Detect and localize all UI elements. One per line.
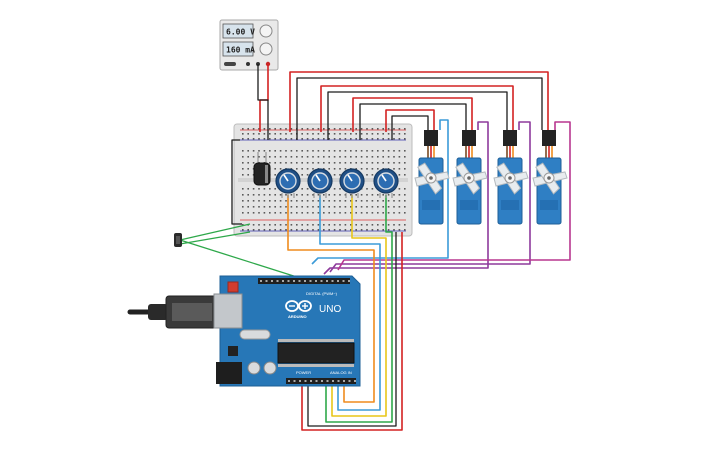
current-knob[interactable]: [259, 42, 273, 56]
board-brand: ARDUINO: [288, 314, 307, 319]
wire-servo3-power: [320, 85, 514, 132]
potentiometer-1[interactable]: [275, 168, 301, 198]
usb-port: [213, 293, 243, 329]
arduino-uno[interactable]: UNO ARDUINO DIGITAL (PWM~) POWER ANALOG …: [213, 275, 361, 387]
terminal-ground: [246, 62, 250, 66]
capacitor[interactable]: [253, 152, 271, 186]
current-display: [222, 41, 254, 57]
wire-arduino-5v: [301, 232, 403, 431]
power-label: POWER: [296, 370, 311, 375]
potentiometer-2[interactable]: [307, 168, 333, 198]
servos: [414, 130, 568, 225]
usb-cable: [127, 295, 219, 329]
wire-supply-negative: [257, 64, 269, 140]
voltage-display: [222, 23, 254, 39]
analog-label: ANALOG IN: [330, 370, 352, 375]
atmega-chip: [277, 342, 355, 364]
wire-pot4: [325, 195, 393, 423]
wire-servo1-signal: [311, 119, 449, 265]
light-sensor[interactable]: [174, 233, 182, 247]
potentiometer-4[interactable]: [373, 168, 399, 198]
digital-label: DIGITAL (PWM~): [306, 291, 338, 296]
wire-sensor-a: [179, 223, 251, 241]
board-model: UNO: [319, 304, 341, 315]
wire-servo2-power: [352, 97, 473, 132]
wire-pot2: [319, 195, 381, 411]
wire-pot1: [287, 195, 375, 403]
power-jack: [216, 362, 242, 384]
wires: [179, 64, 571, 431]
potentiometer-3[interactable]: [339, 168, 365, 198]
arduino-logo-icon: [285, 300, 312, 312]
wire-servo2-ground: [359, 103, 467, 140]
wire-servo3-ground: [327, 91, 508, 140]
servo-motor-2[interactable]: [452, 130, 488, 225]
servo-motor-1[interactable]: [414, 130, 450, 225]
wire-arduino-gnd: [307, 232, 397, 427]
wire-sensor-b: [179, 239, 301, 279]
voltage-readout: 6.00 V: [226, 28, 255, 37]
reset-button[interactable]: [227, 281, 239, 293]
wire-pot3: [331, 195, 387, 417]
power-supply[interactable]: 6.00 V 160 mA: [219, 19, 279, 71]
wire-servo4-ground: [296, 77, 543, 140]
servo-motor-3[interactable]: [493, 130, 529, 225]
wire-servo1-ground: [391, 115, 429, 140]
power-switch[interactable]: [224, 62, 236, 66]
wire-servo3-signal: [329, 121, 531, 273]
wire-supply-positive: [259, 64, 269, 132]
voltage-knob[interactable]: [259, 24, 273, 38]
wire-servo4-power: [289, 71, 549, 132]
wire-servo2-signal: [323, 121, 489, 275]
potentiometers: [275, 168, 399, 198]
crystal: [239, 329, 271, 340]
wire-servo4-signal: [337, 121, 571, 271]
current-readout: 160 mA: [226, 46, 255, 55]
servo-motor-4[interactable]: [532, 130, 568, 225]
analog-header: [324, 378, 356, 384]
wire-sensor-c: [179, 231, 251, 245]
wire-servo1-power: [385, 109, 435, 132]
wire-rail-ground-loop: [231, 139, 242, 225]
